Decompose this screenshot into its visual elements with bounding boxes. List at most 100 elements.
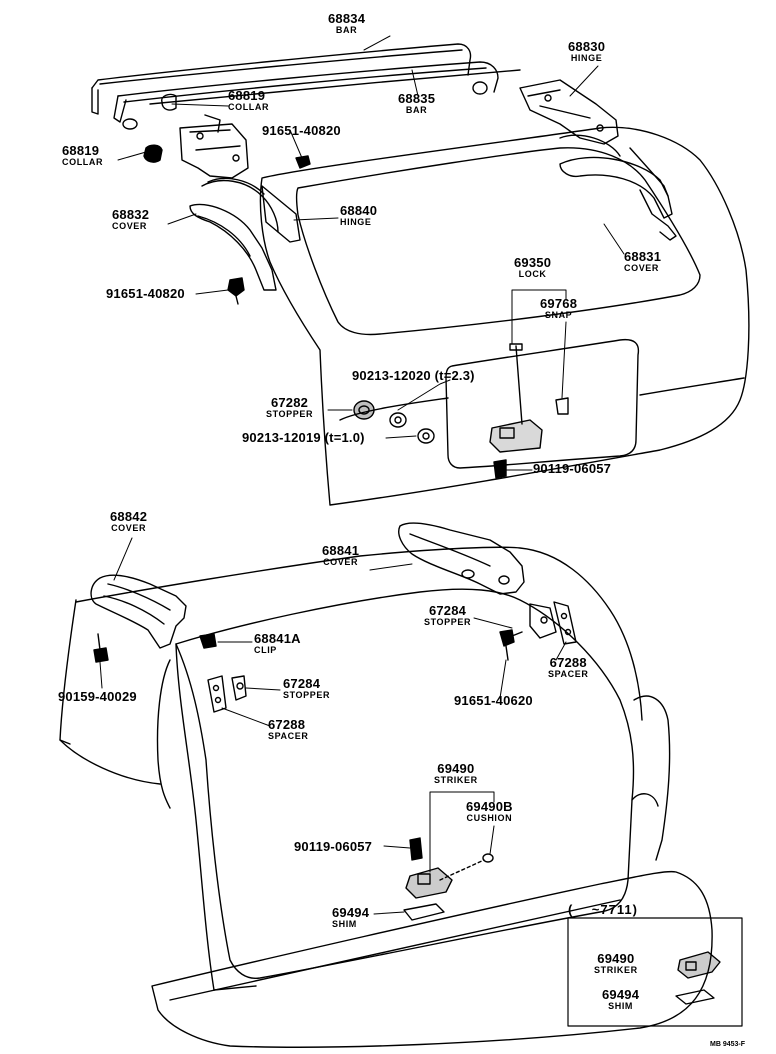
label-snap-69768: 69768 SNAP xyxy=(540,297,577,320)
part-number: 91651-40620 xyxy=(454,693,533,708)
inset-label-shim: 69494 SHIM xyxy=(602,988,639,1011)
part-name: SPACER xyxy=(548,669,589,679)
part-name: STRIKER xyxy=(594,965,638,975)
stopper-icon-lower-left xyxy=(231,675,247,701)
label-cover-68831: 68831 COVER xyxy=(624,250,661,273)
part-name: HINGE xyxy=(570,53,603,63)
part-number: 90119-06057 xyxy=(533,461,612,476)
part-number: 91651-40820 xyxy=(106,286,185,301)
part-number: 68840 xyxy=(340,203,378,218)
reference-code: MB 9453-F xyxy=(710,1034,745,1050)
part-number: 68832 xyxy=(112,207,150,222)
part-number: 68835 xyxy=(398,91,436,106)
part-name: SPACER xyxy=(268,731,309,741)
screw-icon-b xyxy=(409,837,423,861)
shim-icon xyxy=(403,903,445,921)
part-name: STOPPER xyxy=(424,617,472,627)
part-name: CUSHION xyxy=(466,813,513,823)
part-number: 68834 xyxy=(328,11,366,26)
part-number: 67288 xyxy=(268,717,306,732)
screw-icon-a xyxy=(493,459,507,479)
part-name: SHIM xyxy=(608,1001,634,1011)
inset-range-label: ( ~7711) xyxy=(568,902,638,918)
bolt-icon-lower xyxy=(499,629,523,661)
part-number: 69490B xyxy=(466,799,513,814)
part-number: 68831 xyxy=(624,249,662,264)
part-name: LOCK xyxy=(518,269,547,279)
label-collar-68819-a: 68819 COLLAR xyxy=(228,89,269,112)
part-name: COVER xyxy=(111,523,147,533)
reference-code-text: MB 9453-F xyxy=(710,1041,746,1048)
label-spacer-67288-a: 67288 SPACER xyxy=(268,718,308,741)
inset-box xyxy=(567,917,743,1027)
part-number: 68819 xyxy=(228,88,266,103)
collar-icon-a xyxy=(161,93,177,111)
right-hinge-cover-icon xyxy=(559,147,677,241)
label-collar-68819-b: 68819 COLLAR xyxy=(62,144,103,167)
right-roof-cover-icon xyxy=(398,522,525,595)
part-number: 69494 xyxy=(602,987,640,1002)
spacer-icon-lower-right xyxy=(553,601,577,645)
part-number: 69768 xyxy=(540,296,578,311)
part-name: COVER xyxy=(624,263,660,273)
clip-icon xyxy=(199,633,217,649)
label-striker-69490: 69490 STRIKER xyxy=(434,762,478,785)
part-number: 90213-12019 (t=1.0) xyxy=(242,430,365,445)
label-bolt-91651-40620: 91651-40620 xyxy=(454,694,533,707)
cushion-icon xyxy=(439,853,494,881)
label-hinge-68830: 68830 HINGE xyxy=(568,40,605,63)
striker-icon xyxy=(405,867,453,899)
part-number: 68830 xyxy=(568,39,606,54)
part-number: 68841 xyxy=(322,543,360,558)
label-stopper-67284-a: 67284 STOPPER xyxy=(283,677,330,700)
part-name: SHIM xyxy=(332,919,357,929)
label-bolt-91651-40820-b: 91651-40820 xyxy=(106,287,185,300)
label-screw-90119-06057-a: 90119-06057 xyxy=(533,462,611,475)
label-washer-90213-12020: 90213-12020 (t=2.3) xyxy=(352,369,475,382)
lock-assembly-icon xyxy=(489,343,569,453)
part-name: COLLAR xyxy=(62,157,104,167)
label-bolt-91651-40820-a: 91651-40820 xyxy=(262,124,341,137)
part-name: BAR xyxy=(335,25,358,35)
label-lock-69350: 69350 LOCK xyxy=(514,256,551,279)
label-stopper-67284-b: 67284 STOPPER xyxy=(424,604,471,627)
part-name: STRIKER xyxy=(434,775,478,785)
label-bar-68835: 68835 BAR xyxy=(398,92,435,115)
part-number: 69490 xyxy=(597,951,635,966)
part-name: COVER xyxy=(112,221,148,231)
label-bar-68834: 68834 BAR xyxy=(328,12,365,35)
body-opening xyxy=(59,546,713,1048)
torsion-bar-assembly xyxy=(91,43,521,130)
part-name: COVER xyxy=(323,557,359,567)
label-hinge-68840: 68840 HINGE xyxy=(340,204,377,227)
part-name: HINGE xyxy=(340,217,372,227)
part-number: 69490 xyxy=(437,761,475,776)
part-number: 90213-12020 (t=2.3) xyxy=(352,368,475,383)
part-name: COLLAR xyxy=(228,102,270,112)
part-number: 67284 xyxy=(428,603,467,618)
spacer-icon-lower-left xyxy=(207,675,227,713)
part-name: STOPPER xyxy=(283,690,331,700)
screw-icon-lower-left xyxy=(93,633,109,663)
leader-lines xyxy=(99,35,625,915)
left-weatherstrip-cover-icon xyxy=(90,574,187,649)
part-number: 69494 xyxy=(332,905,370,920)
label-cover-68841: 68841 COVER xyxy=(322,544,359,567)
stopper-icon xyxy=(353,400,375,420)
label-spacer-67288-b: 67288 SPACER xyxy=(548,656,588,679)
right-hinge-icon xyxy=(519,79,621,157)
part-number: 91651-40820 xyxy=(262,123,341,138)
stopper-icon-lower-right xyxy=(529,603,557,639)
label-shim-69494: 69494 SHIM xyxy=(332,906,369,929)
inset-range: ( ~7711) xyxy=(568,902,638,917)
left-hinge-cover-icon xyxy=(189,177,279,291)
bolt-icon-b xyxy=(295,155,311,169)
left-hinge-icon xyxy=(179,114,301,243)
part-number: 68819 xyxy=(62,143,100,158)
bolt-icon-a xyxy=(227,277,245,305)
part-number: 90159-40029 xyxy=(58,689,137,704)
part-name: STOPPER xyxy=(266,409,314,419)
part-name: CLIP xyxy=(254,645,277,655)
